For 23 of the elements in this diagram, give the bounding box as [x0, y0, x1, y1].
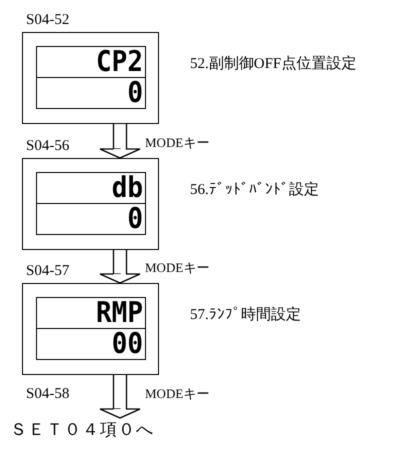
edge-label: MODEキー	[145, 385, 210, 403]
setting-description: 56.ﾃﾞｯﾄﾞﾊﾞﾝﾄﾞ設定	[190, 180, 319, 199]
setting-description: 52.副制御OFF点位置設定	[190, 54, 356, 73]
edge-label: MODEキー	[145, 259, 210, 277]
segment-readout: RMP	[96, 298, 143, 328]
display-panel	[22, 158, 159, 250]
edge-label: MODEキー	[145, 134, 210, 152]
segment-readout: CP2	[96, 48, 143, 76]
display-panel	[22, 32, 159, 124]
step-code: S04-57	[26, 263, 70, 280]
block-arrow	[99, 374, 141, 419]
step-code: S04-56	[26, 138, 70, 155]
segment-readout: 00	[112, 330, 143, 358]
step-code: S04-52	[26, 12, 70, 29]
display-panel	[22, 283, 159, 375]
setting-description: 57.ﾗﾝﾌﾟ時間設定	[190, 305, 301, 324]
segment-readout: 0	[127, 204, 143, 234]
segment-readout: db	[112, 174, 143, 202]
step-code: S04-58	[26, 386, 70, 402]
segment-readout: 0	[127, 78, 143, 108]
destination-text: ＳＥＴ０４項０へ	[10, 418, 154, 441]
block-arrow	[99, 123, 141, 159]
block-arrow	[99, 249, 141, 284]
